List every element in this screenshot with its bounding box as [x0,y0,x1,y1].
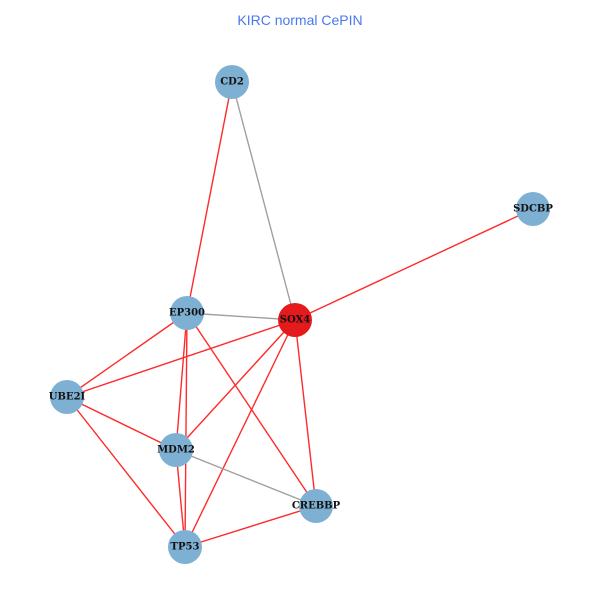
edge-ep300-mdm2 [175,312,188,451]
edge-mdm2-crebbp [175,449,317,507]
node-circle[interactable] [168,530,202,564]
edge-cd2-sox4 [231,81,296,321]
edge-sox4-tp53 [184,319,296,548]
edge-sox4-ube2i [66,319,296,398]
node-crebbp[interactable]: CREBBP [292,489,341,523]
node-circle[interactable] [516,192,550,226]
edge-ube2i-tp53 [66,396,186,548]
node-ep300[interactable]: EP300 [169,296,205,330]
node-circle[interactable] [215,65,249,99]
node-sdcbp[interactable]: SDCBP [513,192,553,226]
node-ube2i[interactable]: UBE2I [49,380,86,414]
edge-sox4-sdcbp [294,208,534,321]
edge-ep300-sox4 [186,312,296,321]
node-circle[interactable] [278,303,312,337]
node-label: CD2 [220,77,244,88]
node-label: EP300 [169,308,205,319]
node-sox4[interactable]: SOX4 [278,303,312,337]
node-label: SDCBP [513,204,553,215]
node-label: SOX4 [280,315,311,326]
node-cd2[interactable]: CD2 [215,65,249,99]
edge-ep300-ube2i [66,312,188,398]
edges-layer [66,81,534,548]
edge-ep300-tp53 [184,312,188,548]
node-label: MDM2 [157,445,195,456]
node-label: TP53 [171,542,200,553]
node-circle[interactable] [50,380,84,414]
node-circle[interactable] [170,296,204,330]
node-tp53[interactable]: TP53 [168,530,202,564]
diagram-title: KIRC normal CePIN [237,12,363,28]
node-mdm2[interactable]: MDM2 [157,433,195,467]
edge-crebbp-tp53 [184,505,317,548]
edge-sox4-crebbp [294,319,317,507]
node-label: UBE2I [49,392,86,403]
node-circle[interactable] [299,489,333,523]
edge-sox4-mdm2 [175,319,296,451]
node-label: CREBBP [292,501,341,512]
edge-cd2-ep300 [186,81,233,314]
node-circle[interactable] [159,433,193,467]
edge-ube2i-mdm2 [66,396,177,451]
